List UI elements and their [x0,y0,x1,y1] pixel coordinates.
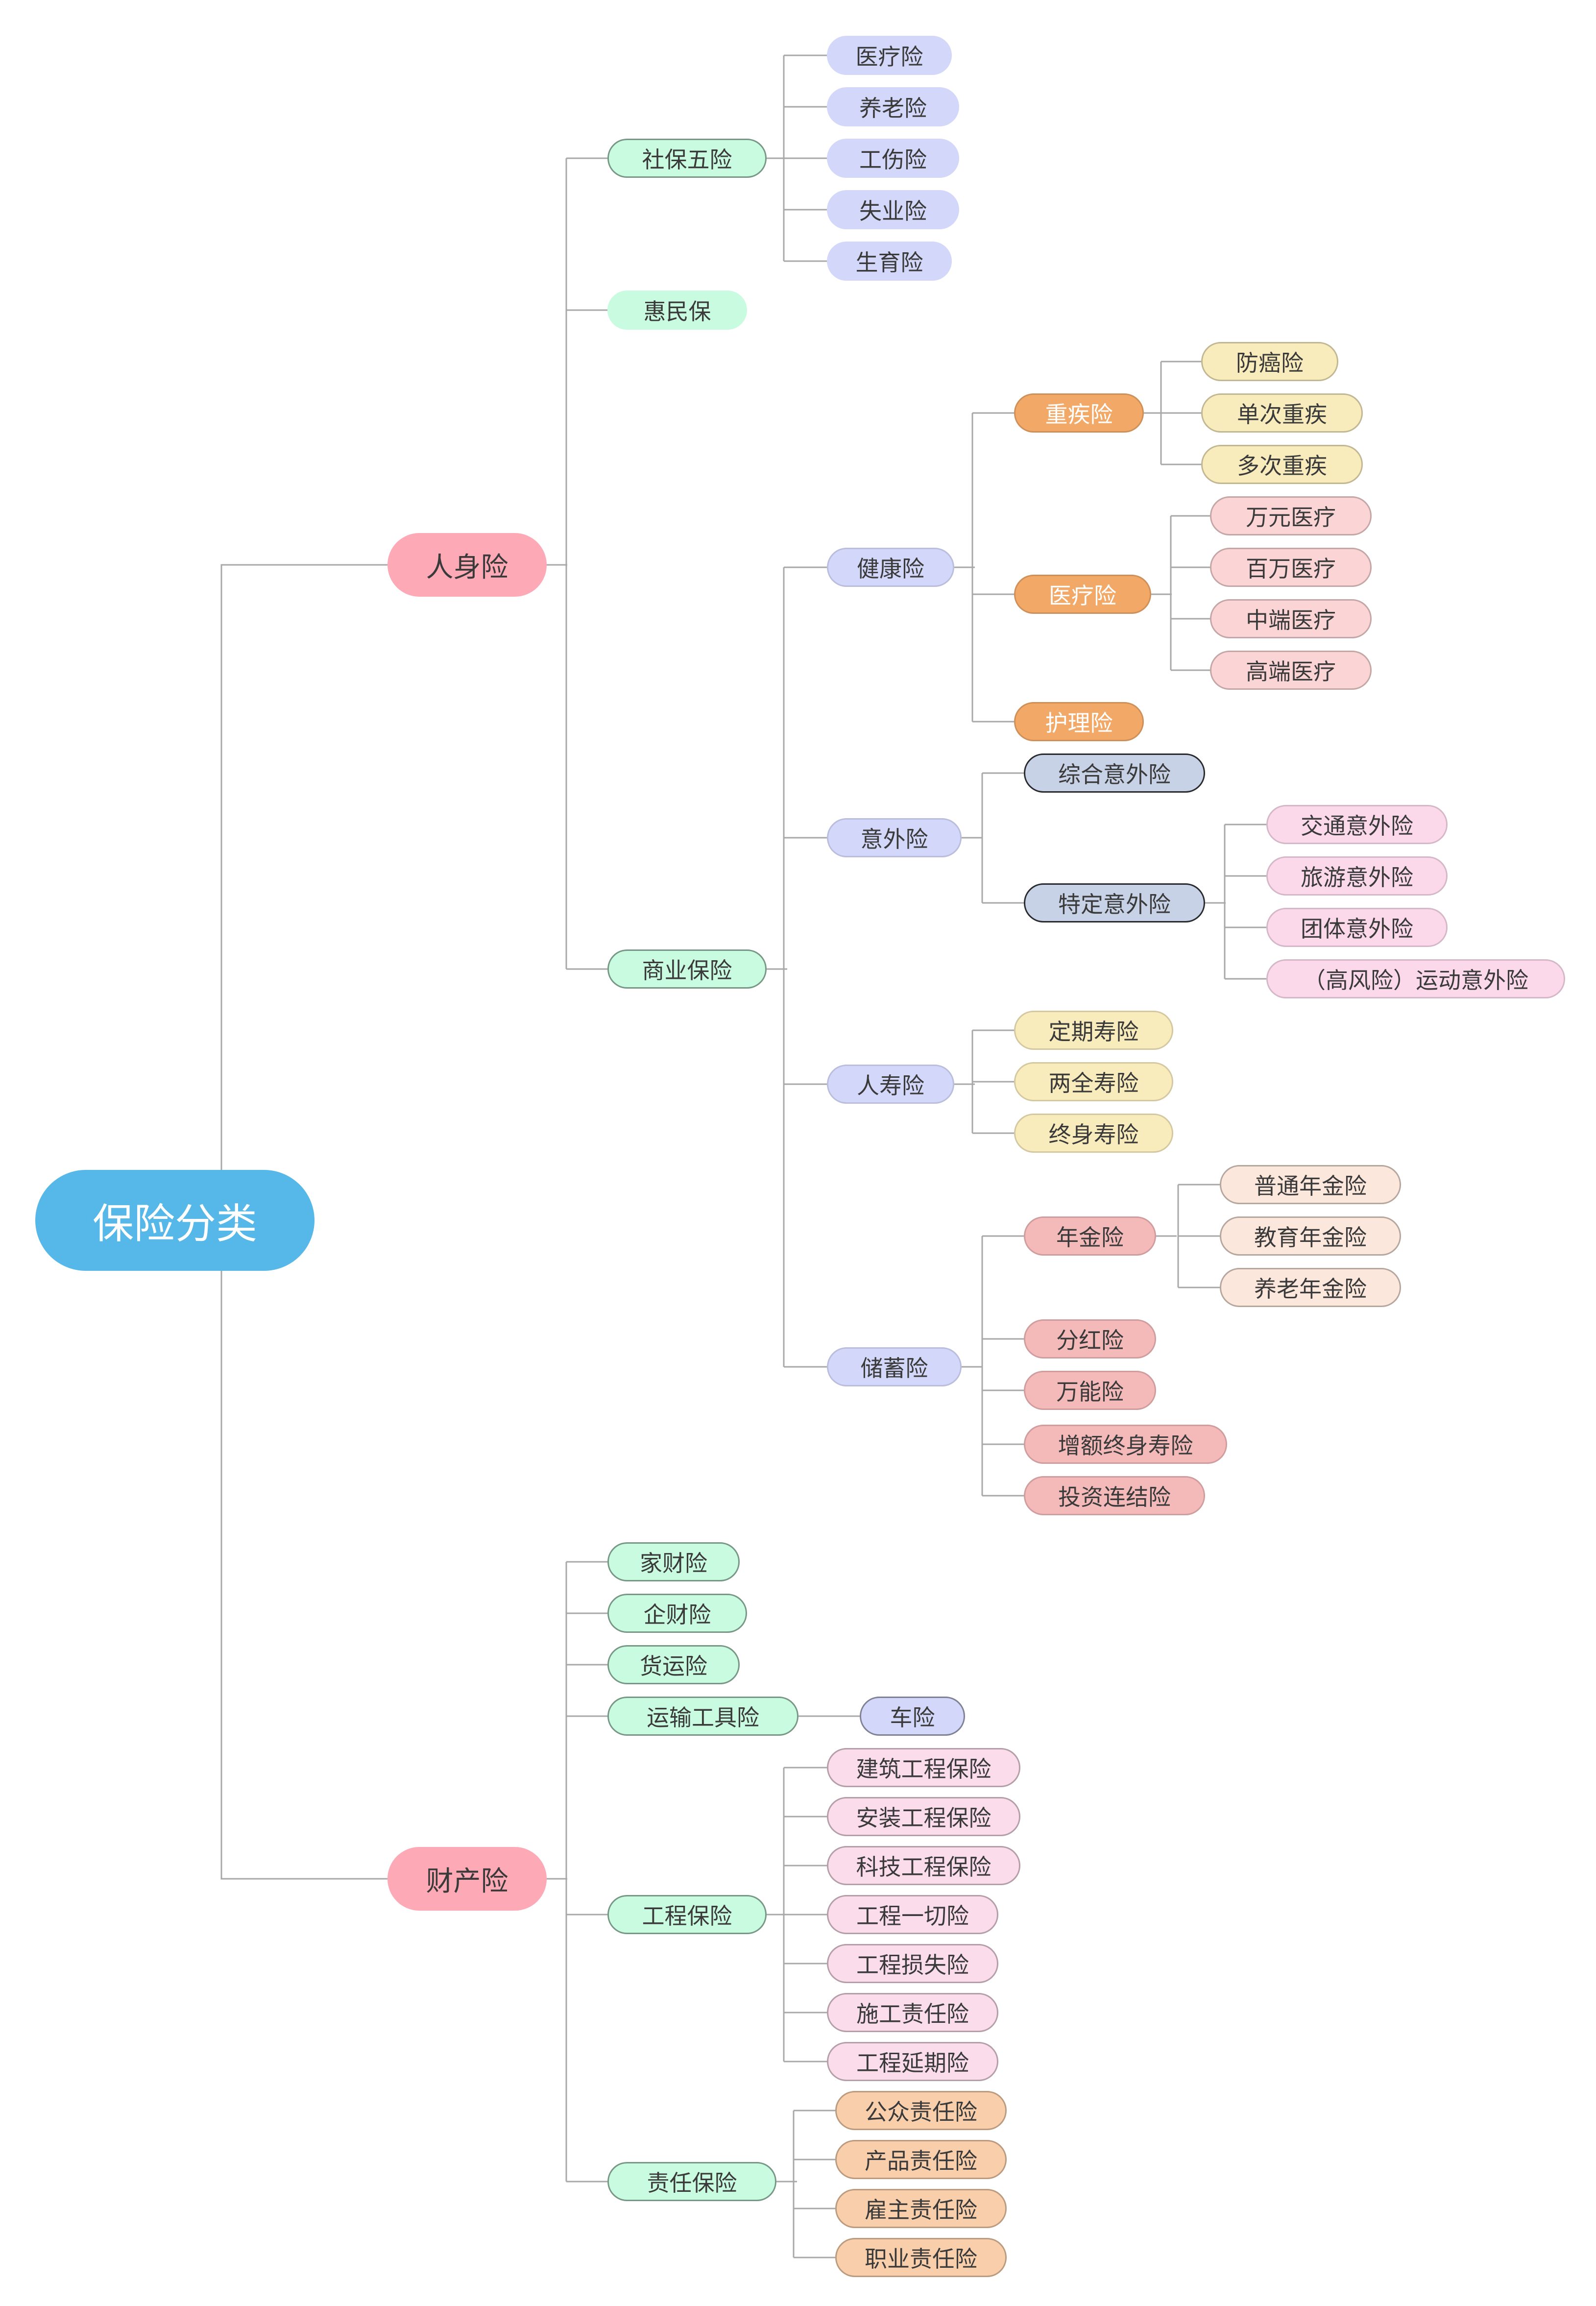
node-zhongji-item-1[interactable]: 单次重疾 [1201,393,1363,433]
node-chuxu-item-3[interactable]: 投资连结险 [1024,1476,1205,1515]
node-gongcheng-item-5[interactable]: 施工责任险 [827,1993,998,2032]
node-zeren[interactable]: 责任保险 [607,2162,776,2201]
connector-8 [954,1029,1014,1134]
branch-caichan[interactable]: 财产险 [387,1847,547,1911]
connector-11 [547,1561,607,2183]
node-gongcheng-item-1[interactable]: 安装工程保险 [827,1797,1020,1836]
node-huiminbao[interactable]: 惠民保 [607,291,747,330]
node-zhongji-item-0[interactable]: 防癌险 [1201,342,1338,381]
node-jiacai[interactable]: 家财险 [607,1542,740,1581]
node-teding-item-3[interactable]: （高风险）运动意外险 [1266,959,1565,998]
connector-14 [776,2110,835,2258]
node-gongcheng-item-2[interactable]: 科技工程保险 [827,1846,1020,1885]
node-qicai[interactable]: 企财险 [607,1594,747,1633]
node-renshou-item-1[interactable]: 两全寿险 [1014,1062,1173,1101]
node-chuxu-item-1[interactable]: 万能险 [1024,1371,1156,1410]
node-yiwai[interactable]: 意外险 [827,818,962,857]
connector-5 [1151,515,1210,671]
connector-4 [1144,361,1201,465]
node-huli[interactable]: 护理险 [1014,702,1144,741]
node-huoyun[interactable]: 货运险 [607,1645,740,1684]
node-yunshu[interactable]: 运输工具险 [607,1697,798,1736]
node-gongcheng-item-6[interactable]: 工程延期险 [827,2042,998,2081]
node-yiliao-item-0[interactable]: 万元医疗 [1210,496,1372,535]
node-shangye[interactable]: 商业保险 [607,949,767,989]
node-nianjin[interactable]: 年金险 [1024,1216,1156,1256]
node-yiliao-item-2[interactable]: 中端医疗 [1210,599,1372,638]
node-shebao-item-0[interactable]: 医疗险 [827,36,952,75]
node-zonghe-yiwai[interactable]: 综合意外险 [1024,753,1205,793]
node-zhongji[interactable]: 重疾险 [1014,393,1144,433]
node-zeren-item-2[interactable]: 雇主责任险 [835,2189,1007,2228]
node-yiliao-item-3[interactable]: 高端医疗 [1210,651,1372,690]
node-renshou-item-2[interactable]: 终身寿险 [1014,1114,1173,1153]
connector-9 [962,1235,1024,1497]
node-nianjin-item-0[interactable]: 普通年金险 [1220,1165,1401,1204]
node-gongcheng-item-3[interactable]: 工程一切险 [827,1895,998,1934]
connector-root [220,564,387,1880]
connector-2 [767,566,827,1368]
node-shebao-item-2[interactable]: 工伤险 [827,139,959,178]
node-yiliao-item-1[interactable]: 百万医疗 [1210,548,1372,587]
node-gongcheng-item-0[interactable]: 建筑工程保险 [827,1748,1020,1787]
node-chexian[interactable]: 车险 [860,1697,965,1736]
connector-13 [767,1767,827,2063]
connector-3 [954,412,1014,723]
connector-0 [547,157,607,970]
connector-10 [1156,1184,1220,1288]
node-gongcheng[interactable]: 工程保险 [607,1895,767,1934]
node-shebao[interactable]: 社保五险 [607,139,767,178]
node-chuxu-item-0[interactable]: 分红险 [1024,1319,1156,1359]
node-shebao-item-4[interactable]: 生育险 [827,242,952,281]
node-teding-yiwai[interactable]: 特定意外险 [1024,883,1205,922]
node-zeren-item-1[interactable]: 产品责任险 [835,2140,1007,2179]
node-renshou-item-0[interactable]: 定期寿险 [1014,1011,1173,1050]
connector-7 [1205,824,1266,980]
node-nianjin-item-2[interactable]: 养老年金险 [1220,1268,1401,1307]
node-zeren-item-0[interactable]: 公众责任险 [835,2091,1007,2130]
node-yiliao[interactable]: 医疗险 [1014,575,1151,614]
node-teding-item-2[interactable]: 团体意外险 [1266,908,1448,947]
connector-1 [767,54,827,262]
root-node[interactable]: 保险分类 [35,1170,314,1271]
node-shebao-item-1[interactable]: 养老险 [827,87,959,126]
connector-6 [962,772,1024,904]
node-shebao-item-3[interactable]: 失业险 [827,190,959,229]
node-jiankang[interactable]: 健康险 [827,548,954,587]
node-teding-item-1[interactable]: 旅游意外险 [1266,856,1448,896]
node-chuxu-item-2[interactable]: 增额终身寿险 [1024,1425,1227,1464]
node-zeren-item-3[interactable]: 职业责任险 [835,2238,1007,2277]
node-gongcheng-item-4[interactable]: 工程损失险 [827,1944,998,1983]
branch-renshen[interactable]: 人身险 [387,533,547,597]
node-chuxu[interactable]: 储蓄险 [827,1347,962,1386]
node-zhongji-item-2[interactable]: 多次重疾 [1201,445,1363,484]
node-nianjin-item-1[interactable]: 教育年金险 [1220,1216,1401,1256]
node-teding-item-0[interactable]: 交通意外险 [1266,805,1448,844]
node-renshou[interactable]: 人寿险 [827,1065,954,1104]
